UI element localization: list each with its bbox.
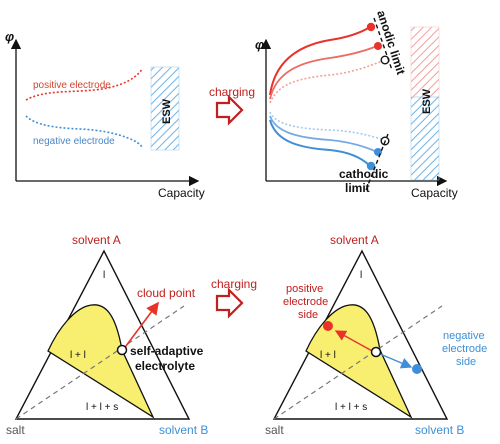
positive-dot-2 [374, 42, 382, 50]
positive-side-label-2: electrode [283, 296, 328, 308]
esw-box-blue [410, 96, 440, 181]
esw-box [150, 66, 180, 151]
vertex-solvent-b: solvent B [415, 423, 464, 437]
positive-curve-1 [269, 26, 371, 96]
dilution-line [273, 305, 443, 420]
positive-side-point [323, 321, 333, 331]
region-label-l: l [360, 270, 362, 281]
region-label-l: l [103, 270, 105, 281]
anodic-limit-line [373, 17, 393, 71]
negative-side-point [412, 364, 422, 374]
charging-label: charging [211, 277, 257, 291]
positive-electrode-label: positive electrode [33, 80, 111, 91]
vertex-solvent-a: solvent A [72, 233, 121, 247]
vertex-salt: salt [6, 423, 25, 437]
bottom-charging-arrow: charging [211, 277, 257, 319]
negative-curve-1 [269, 111, 385, 141]
cathodic-limit-label-1: cathodic [339, 167, 389, 181]
cathodic-limit-line [365, 133, 389, 191]
vertex-salt: salt [265, 423, 284, 437]
charging-label: charging [209, 85, 255, 99]
esw-label: ESW [421, 88, 433, 114]
bottom-left-ternary: solvent A salt solvent B l l + l l + l +… [6, 233, 208, 437]
miscibility-region [305, 304, 413, 419]
negative-side-label-3: side [456, 356, 476, 368]
electrolyte-label-1: self-adaptive [130, 344, 204, 358]
negative-curve-2 [269, 115, 378, 153]
region-label-lls: l + l + s [86, 402, 118, 413]
top-charging-arrow: charging [209, 85, 255, 126]
negative-side-label-1: negative [443, 330, 485, 342]
bottom-right-ternary: solvent A salt solvent B l l + l l + l +… [265, 233, 487, 437]
hollow-arrow-icon [215, 287, 244, 319]
electrolyte-label-2: electrolyte [135, 359, 195, 373]
region-label-lls: l + l + s [335, 402, 367, 413]
region-label-ll: l + l [70, 350, 86, 361]
negative-curve-3 [269, 119, 371, 167]
esw-label: ESW [161, 98, 173, 124]
region-label-ll: l + l [320, 350, 336, 361]
x-axis-label: Capacity [158, 186, 205, 200]
miscibility-region [47, 304, 155, 419]
electrolyte-point [370, 346, 382, 358]
top-right-panel: φ Capacity anodic limit cathodic limit E… [255, 9, 458, 200]
positive-side-label-1: positive [286, 283, 323, 295]
negative-side-label-2: electrode [442, 343, 487, 355]
negative-dot-3 [366, 161, 376, 171]
positive-dot-3 [380, 55, 390, 65]
electrolyte-point [116, 344, 128, 356]
positive-side-arrow [334, 330, 375, 353]
hollow-arrow-icon [215, 94, 244, 126]
negative-electrode-label: negative electrode [33, 136, 115, 147]
x-axis-label: Capacity [411, 186, 458, 200]
positive-curve-2 [269, 45, 378, 100]
positive-side-label-3: side [298, 309, 318, 321]
positive-curve-3 [269, 59, 385, 104]
positive-electrode-curve [25, 68, 143, 101]
top-left-panel: φ Capacity positive electrode negative e… [5, 29, 205, 200]
negative-side-arrow [379, 353, 413, 369]
cathodic-limit-label-2: limit [345, 181, 370, 195]
cloud-point-label: cloud point [137, 286, 196, 300]
negative-dot-2 [374, 148, 382, 156]
vertex-solvent-a: solvent A [330, 233, 379, 247]
vertex-solvent-b: solvent B [159, 423, 208, 437]
y-axis-label: φ [5, 29, 14, 44]
esw-box-red [410, 26, 440, 98]
dilution-line [15, 305, 185, 420]
y-axis-label: φ [255, 37, 264, 52]
cloud-point-arrow [122, 301, 159, 351]
positive-dot-1 [366, 22, 376, 32]
